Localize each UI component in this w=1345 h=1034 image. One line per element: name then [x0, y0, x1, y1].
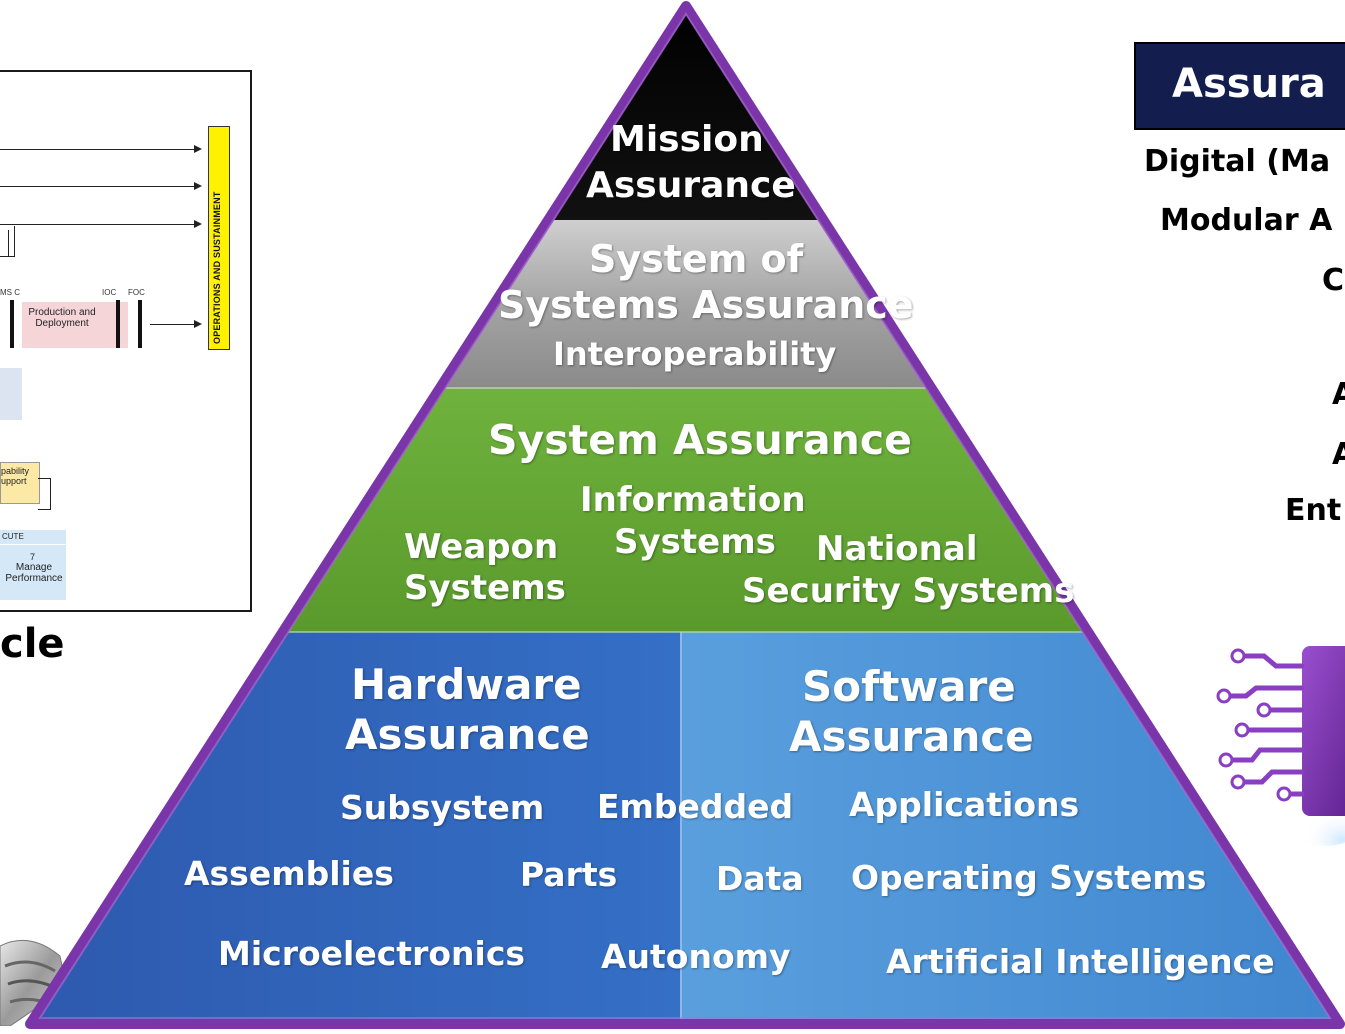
operating-systems-label: Operating Systems: [851, 858, 1207, 897]
ioc-label: IOC: [102, 288, 117, 297]
parts-label: Parts: [520, 855, 618, 894]
software-title-line2: Assurance: [789, 712, 1034, 761]
right-text-c: C: [1322, 263, 1345, 298]
operations-sustainment-box: [208, 126, 230, 350]
mission-title-line1: Mission: [610, 119, 764, 160]
info-systems-line2: Systems: [614, 522, 776, 562]
arrow-head: [194, 220, 202, 228]
national-security-line1: National: [816, 529, 978, 569]
assurance-banner: [1134, 42, 1345, 130]
microelectronics-label: Microelectronics: [218, 934, 526, 973]
flow-arrow: [0, 224, 194, 225]
ms-c-label: MS C: [0, 288, 20, 297]
data-label: Data: [716, 859, 804, 898]
connector-line: [38, 478, 51, 510]
connector-line: [0, 226, 15, 257]
software-title-line1: Software: [802, 662, 1016, 711]
flow-arrow: [0, 149, 194, 150]
flow-arrow: [150, 324, 194, 325]
applications-label: Applications: [849, 785, 1080, 824]
right-text-ent: Ent: [1285, 493, 1342, 528]
weapon-systems-line1: Weapon: [404, 527, 559, 567]
autonomy-label: Autonomy: [601, 937, 791, 976]
modular-text: Modular A: [1160, 203, 1333, 238]
sos-title-line1: System of: [589, 237, 804, 281]
system-assurance-title: System Assurance: [488, 416, 912, 464]
production-deployment-label: Production and Deployment: [28, 307, 96, 329]
connector-line: [0, 230, 9, 256]
milestone-c-bar: [10, 300, 14, 348]
pyramid-border: [25, 1, 1345, 1029]
sos-title-line2: Systems Assurance: [498, 283, 914, 327]
info-systems-line1: Information: [580, 480, 806, 520]
phase-box: [0, 368, 22, 420]
digital-text: Digital (Ma: [1144, 144, 1331, 179]
national-security-line2: Security Systems: [742, 571, 1075, 611]
capability-support-label: pability upport: [1, 466, 30, 486]
mission-title-line2: Assurance: [586, 165, 796, 206]
lifecycle-caption: cle: [0, 621, 65, 667]
ai-label: Artificial Intelligence: [886, 942, 1275, 981]
manage-performance-label: Manage Performance: [5, 562, 63, 584]
manage-number: 7: [30, 552, 36, 562]
arrow-head: [194, 145, 202, 153]
right-text-a1: A: [1332, 377, 1345, 412]
flow-arrow: [0, 186, 194, 187]
weapon-systems-line2: Systems: [404, 568, 566, 608]
production-deployment-box: [22, 302, 128, 348]
subsystem-label: Subsystem: [340, 788, 545, 827]
arrow-head: [194, 320, 202, 328]
milestone-ioc-bar: [116, 300, 120, 348]
assurance-banner-title: Assura: [1172, 61, 1326, 107]
foc-label: FOC: [128, 288, 145, 297]
circuit-chip-icon: [1216, 646, 1345, 846]
execute-box: [0, 530, 66, 600]
execute-label: CUTE: [2, 532, 24, 541]
right-text-a2: A: [1332, 437, 1345, 472]
arrow-head: [194, 182, 202, 190]
interoperability-label: Interoperability: [553, 335, 837, 373]
divider: [0, 544, 66, 545]
hardware-title-line1: Hardware: [351, 660, 582, 709]
embedded-label: Embedded: [597, 787, 794, 826]
hardware-title-line2: Assurance: [345, 710, 590, 759]
capability-support-box: [0, 462, 40, 504]
assemblies-label: Assemblies: [184, 854, 394, 893]
milestone-foc-bar: [138, 300, 142, 348]
